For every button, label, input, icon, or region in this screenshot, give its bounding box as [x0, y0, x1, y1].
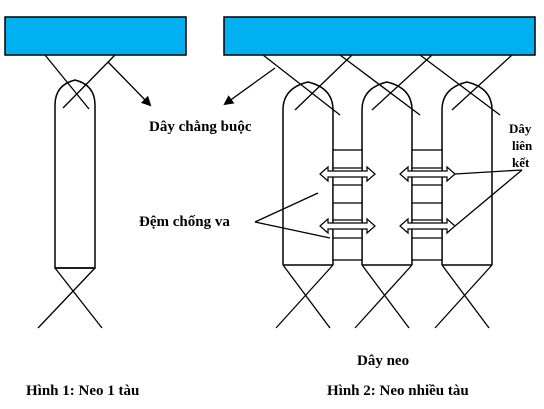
figure-2-caption: Hình 2: Neo nhiều tàu — [327, 383, 469, 399]
anchor-line-label: Dây neo — [357, 353, 409, 369]
figure-1-caption: Hình 1: Neo 1 tàu — [26, 383, 139, 399]
fender-label: Đệm chống va — [139, 214, 230, 230]
link-arrow — [319, 217, 376, 235]
pier-block — [4, 16, 187, 56]
link-line-label-2: liên — [512, 138, 533, 153]
ship-hull — [361, 81, 413, 266]
fender-stack — [411, 149, 443, 261]
link-line-label-1: Dây — [509, 121, 532, 136]
anchor-lines — [37, 267, 103, 329]
ship-hull — [54, 79, 96, 269]
figure-1 — [4, 16, 187, 329]
anchor-lines — [275, 264, 493, 329]
mooring-line-label: Dây chằng buộc — [149, 119, 252, 135]
figure-2 — [223, 16, 536, 329]
link-line-label-3: kết — [512, 155, 530, 170]
callout-pointers — [107, 61, 523, 239]
ship-hull — [282, 81, 334, 266]
fender-stack — [332, 149, 363, 261]
mooring-lines — [44, 54, 116, 110]
pier-block — [223, 16, 536, 56]
ship-hull — [441, 81, 493, 266]
mooring-lines — [262, 54, 513, 116]
link-arrow — [319, 165, 376, 183]
